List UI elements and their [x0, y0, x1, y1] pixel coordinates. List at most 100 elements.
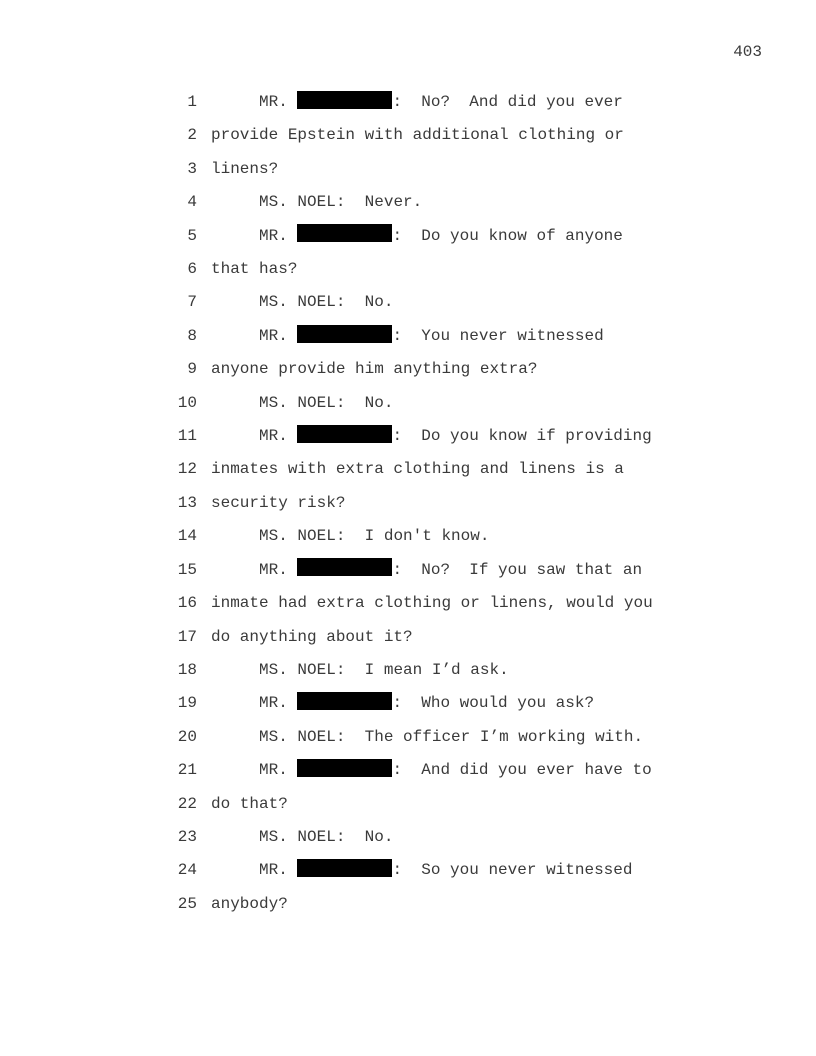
line-number: 22	[177, 794, 197, 813]
line-text: MS. NOEL: Never.	[211, 186, 422, 219]
line-text: MR. : So you never witnessed	[211, 854, 632, 887]
transcript-line: 7 MS. NOEL: No.	[0, 286, 816, 319]
line-number: 16	[177, 594, 197, 613]
line-text: MR. : Do you know of anyone	[211, 220, 623, 253]
transcript-line: 15 MR. : No? If you saw that an	[0, 554, 816, 587]
transcript-line: 9 anyone provide him anything extra?	[0, 353, 816, 386]
transcript-line: 3 linens?	[0, 153, 816, 186]
line-number: 6	[187, 260, 197, 279]
speaker-label: MS. NOEL:	[259, 660, 346, 679]
speaker-label: MS. NOEL:	[259, 727, 346, 746]
spoken-text: provide Epstein with additional clothing…	[211, 126, 624, 145]
transcript-body: 1 MR. : No? And did you ever 2 provide Eps…	[0, 86, 816, 921]
spoken-text: : No? And did you ever	[392, 93, 623, 111]
transcript-line: 17 do anything about it?	[0, 621, 816, 654]
speaker-label: MR.	[259, 326, 288, 345]
spoken-text: : And did you ever have to	[392, 761, 652, 780]
line-number: 13	[177, 493, 197, 512]
line-number: 24	[177, 861, 197, 880]
line-text: anyone provide him anything extra?	[211, 353, 537, 386]
spoken-text: linens?	[211, 159, 279, 178]
spoken-text: inmate had extra clothing or linens, wou…	[211, 594, 653, 613]
spoken-text: No.	[345, 393, 394, 412]
spoken-text: that has?	[211, 260, 298, 279]
transcript-line: 13 security risk?	[0, 487, 816, 520]
transcript-line: 8 MR. : You never witnessed	[0, 320, 816, 353]
spoken-text: : Do you know if providing	[392, 427, 652, 446]
spoken-text: I mean I’d ask.	[345, 660, 509, 679]
spoken-text: anyone provide him anything extra?	[211, 360, 538, 379]
line-text: MS. NOEL: No.	[211, 387, 393, 420]
line-text: anybody?	[211, 888, 288, 921]
speaker-label: MS. NOEL:	[259, 827, 346, 846]
spoken-text: No.	[345, 293, 394, 312]
transcript-line: 18 MS. NOEL: I mean I’d ask.	[0, 654, 816, 687]
line-text: MS. NOEL: No.	[211, 286, 393, 319]
speaker-label: MR.	[259, 560, 288, 579]
line-number: 5	[187, 226, 197, 245]
spoken-text: security risk?	[211, 493, 346, 512]
redaction-box	[297, 324, 393, 343]
line-number: 12	[177, 460, 197, 479]
line-number: 7	[187, 293, 197, 312]
page-number: 403	[733, 43, 762, 61]
line-text: MR. : No? If you saw that an	[211, 554, 642, 587]
speaker-label: MS. NOEL:	[259, 393, 346, 412]
transcript-line: 12 inmates with extra clothing and linens…	[0, 453, 816, 486]
transcript-line: 10 MS. NOEL: No.	[0, 387, 816, 420]
line-text: provide Epstein with additional clothing…	[211, 119, 624, 152]
transcript-line: 23 MS. NOEL: No.	[0, 821, 816, 854]
line-text: MR. : No? And did you ever	[211, 86, 623, 119]
speaker-label: MR.	[259, 427, 288, 446]
line-text: do that?	[211, 788, 288, 821]
spoken-text: : Who would you ask?	[392, 694, 595, 713]
line-text: MR. : You never witnessed	[211, 320, 604, 353]
spoken-text: : No? If you saw that an	[392, 560, 643, 579]
redaction-box	[297, 90, 393, 109]
line-number: 25	[177, 894, 197, 913]
spoken-text: No.	[345, 827, 394, 846]
line-number: 14	[177, 527, 197, 546]
spoken-text: : Do you know of anyone	[392, 226, 623, 245]
line-number: 15	[177, 560, 197, 579]
transcript-line: 11 MR. : Do you know if providing	[0, 420, 816, 453]
line-text: linens?	[211, 153, 278, 186]
line-text: security risk?	[211, 487, 345, 520]
line-number: 17	[177, 627, 197, 646]
line-number: 3	[187, 159, 197, 178]
transcript-line: 24 MR. : So you never witnessed	[0, 854, 816, 887]
speaker-label: MS. NOEL:	[259, 293, 346, 312]
line-number: 11	[177, 427, 197, 446]
spoken-text: : You never witnessed	[392, 326, 604, 345]
spoken-text: inmates with extra clothing and linens i…	[211, 460, 624, 479]
speaker-label: MR.	[259, 226, 288, 245]
line-text: MS. NOEL: No.	[211, 821, 393, 854]
redaction-box	[297, 424, 393, 443]
transcript-line: 4 MS. NOEL: Never.	[0, 186, 816, 219]
line-text: MS. NOEL: I mean I’d ask.	[211, 654, 509, 687]
transcript-line: 1 MR. : No? And did you ever	[0, 86, 816, 119]
spoken-text: The officer I’m working with.	[345, 727, 644, 746]
spoken-text: Never.	[345, 193, 423, 212]
transcript-line: 2 provide Epstein with additional clothin…	[0, 119, 816, 152]
speaker-label: MR.	[259, 861, 288, 880]
line-number: 9	[187, 360, 197, 379]
line-number: 2	[187, 126, 197, 145]
line-text: MS. NOEL: The officer I’m working with.	[211, 721, 643, 754]
line-number: 19	[177, 694, 197, 713]
spoken-text: I don't know.	[345, 527, 490, 546]
line-number: 10	[177, 393, 197, 412]
transcript-line: 20 MS. NOEL: The officer I’m working wit…	[0, 721, 816, 754]
line-text: that has?	[211, 253, 297, 286]
line-number: 23	[177, 827, 197, 846]
line-text: inmates with extra clothing and linens i…	[211, 453, 624, 486]
spoken-text: do anything about it?	[211, 627, 413, 646]
line-number: 18	[177, 660, 197, 679]
line-number: 8	[187, 326, 197, 345]
line-number: 21	[177, 761, 197, 780]
redaction-box	[297, 692, 393, 711]
spoken-text: : So you never witnessed	[392, 861, 633, 880]
redaction-box	[297, 859, 393, 878]
transcript-line: 5 MR. : Do you know of anyone	[0, 220, 816, 253]
line-number: 20	[177, 727, 197, 746]
